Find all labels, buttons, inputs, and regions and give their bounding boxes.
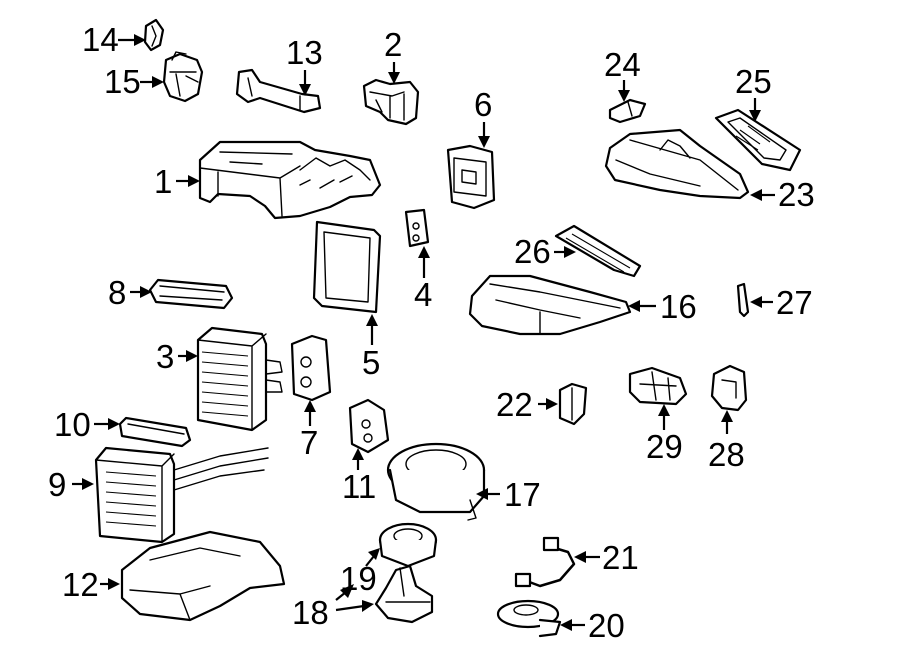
callout-1: 1: [154, 163, 172, 200]
callout-5: 5: [362, 344, 380, 381]
part-16-housing: [468, 274, 632, 336]
callout-24: 24: [604, 46, 641, 83]
callout-7: 7: [300, 424, 318, 461]
callout-25: 25: [735, 63, 772, 100]
part-29-motor: [628, 366, 688, 406]
callout-9: 9: [48, 466, 66, 503]
part-9-evaporator: [94, 446, 269, 544]
callout-14: 14: [82, 21, 119, 58]
part-12-lower-case: [120, 530, 286, 622]
callout-28: 28: [708, 436, 745, 473]
callout-3: 3: [156, 338, 174, 375]
callout-23: 23: [778, 176, 815, 213]
callout-2: 2: [384, 26, 402, 63]
part-10-seal: [118, 416, 192, 448]
callout-6: 6: [474, 86, 492, 123]
part-6-control: [446, 144, 496, 210]
part-21-harness: [514, 536, 576, 588]
callout-12: 12: [62, 566, 99, 603]
part-22-resistor: [558, 382, 588, 426]
part-8-seal: [148, 278, 234, 310]
part-2-actuator: [362, 78, 420, 126]
callout-15: 15: [104, 63, 141, 100]
part-28-duct: [710, 364, 748, 412]
callout-16: 16: [660, 288, 697, 325]
part-1-case: [198, 140, 382, 220]
callout-19: 19: [340, 560, 377, 597]
callout-17: 17: [504, 476, 541, 513]
part-4-bracket: [404, 208, 430, 248]
part-26-door: [554, 224, 642, 278]
part-25-filter: [714, 108, 802, 172]
part-19-blower-wheel: [378, 522, 438, 568]
part-23-housing: [604, 128, 750, 200]
part-27-clip: [736, 282, 750, 318]
part-3-heater-core: [196, 326, 283, 432]
part-24-sensor: [608, 98, 647, 124]
part-20-cover: [496, 599, 562, 638]
callout-leaders: [72, 34, 775, 631]
callout-22: 22: [496, 386, 533, 423]
part-11-actuator: [348, 398, 390, 454]
callout-4: 4: [414, 276, 432, 313]
callout-27: 27: [776, 284, 813, 321]
callout-29: 29: [646, 428, 683, 465]
part-7-actuator: [290, 334, 332, 402]
part-18-motor: [374, 564, 434, 624]
part-5-frame: [312, 220, 382, 314]
part-13-lever: [235, 68, 322, 114]
part-14-clip: [143, 18, 165, 52]
callout-21: 21: [602, 539, 639, 576]
callout-8: 8: [108, 274, 126, 311]
callout-labels: 14 15 13 2 1 6 24 25 23 26 16 27 4 5 8 3…: [48, 21, 815, 644]
part-15-actuator: [162, 51, 204, 103]
callout-26: 26: [514, 233, 551, 270]
callout-11: 11: [342, 468, 376, 505]
callout-13: 13: [286, 34, 323, 71]
callout-18: 18: [292, 594, 329, 631]
part-17-blower-case: [386, 442, 486, 521]
callout-10: 10: [54, 406, 91, 443]
callout-20: 20: [588, 607, 625, 644]
